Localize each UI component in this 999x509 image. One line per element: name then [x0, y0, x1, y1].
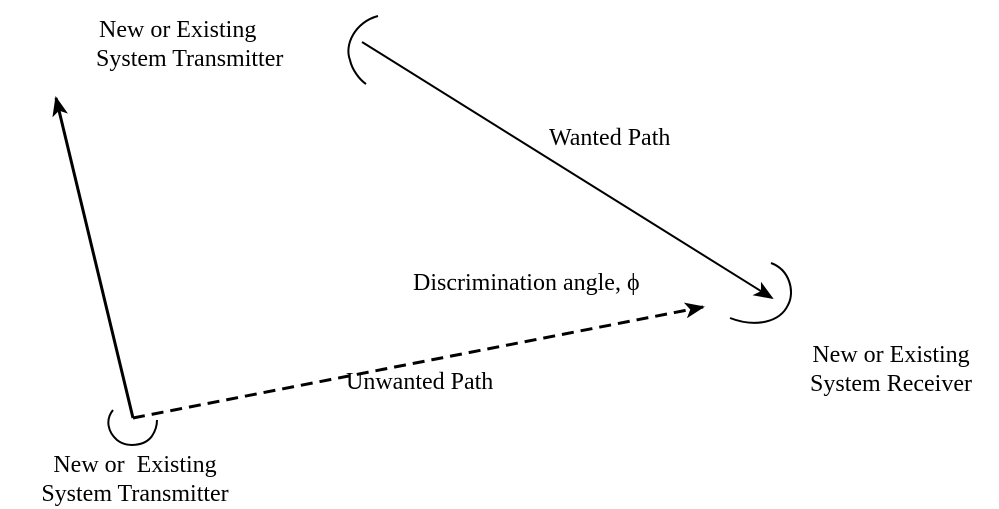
bottom-transmitter-antenna-icon	[107, 409, 158, 446]
wanted-path-label: Wanted Path	[549, 125, 671, 151]
receiver-label-line2: System Receiver	[810, 371, 972, 397]
bottom-transmitter-label: New or Existing System Transmitter	[0, 451, 270, 509]
transmitter-beam-arrow	[52, 96, 135, 419]
unwanted-path-arrow	[132, 302, 705, 420]
top-transmitter-label-line1: New or Existing	[99, 17, 257, 43]
receiver-label-line1: New or Existing	[812, 342, 970, 368]
top-transmitter-antenna-icon	[347, 15, 379, 85]
receiver-label: New or Existing System Receiver	[788, 341, 994, 399]
receiver-antenna-icon	[729, 262, 792, 324]
top-transmitter-label-line2: System Transmitter	[96, 46, 284, 72]
wanted-path-arrow	[361, 41, 774, 300]
discrimination-angle-label: Discrimination angle, ϕ	[413, 270, 640, 296]
top-transmitter-label: New or Existing System Transmitter	[96, 16, 336, 74]
unwanted-path-label: Unwanted Path	[346, 369, 494, 395]
bottom-transmitter-label-line2: System Transmitter	[41, 481, 229, 507]
bottom-transmitter-label-line1: New or Existing	[53, 452, 217, 478]
